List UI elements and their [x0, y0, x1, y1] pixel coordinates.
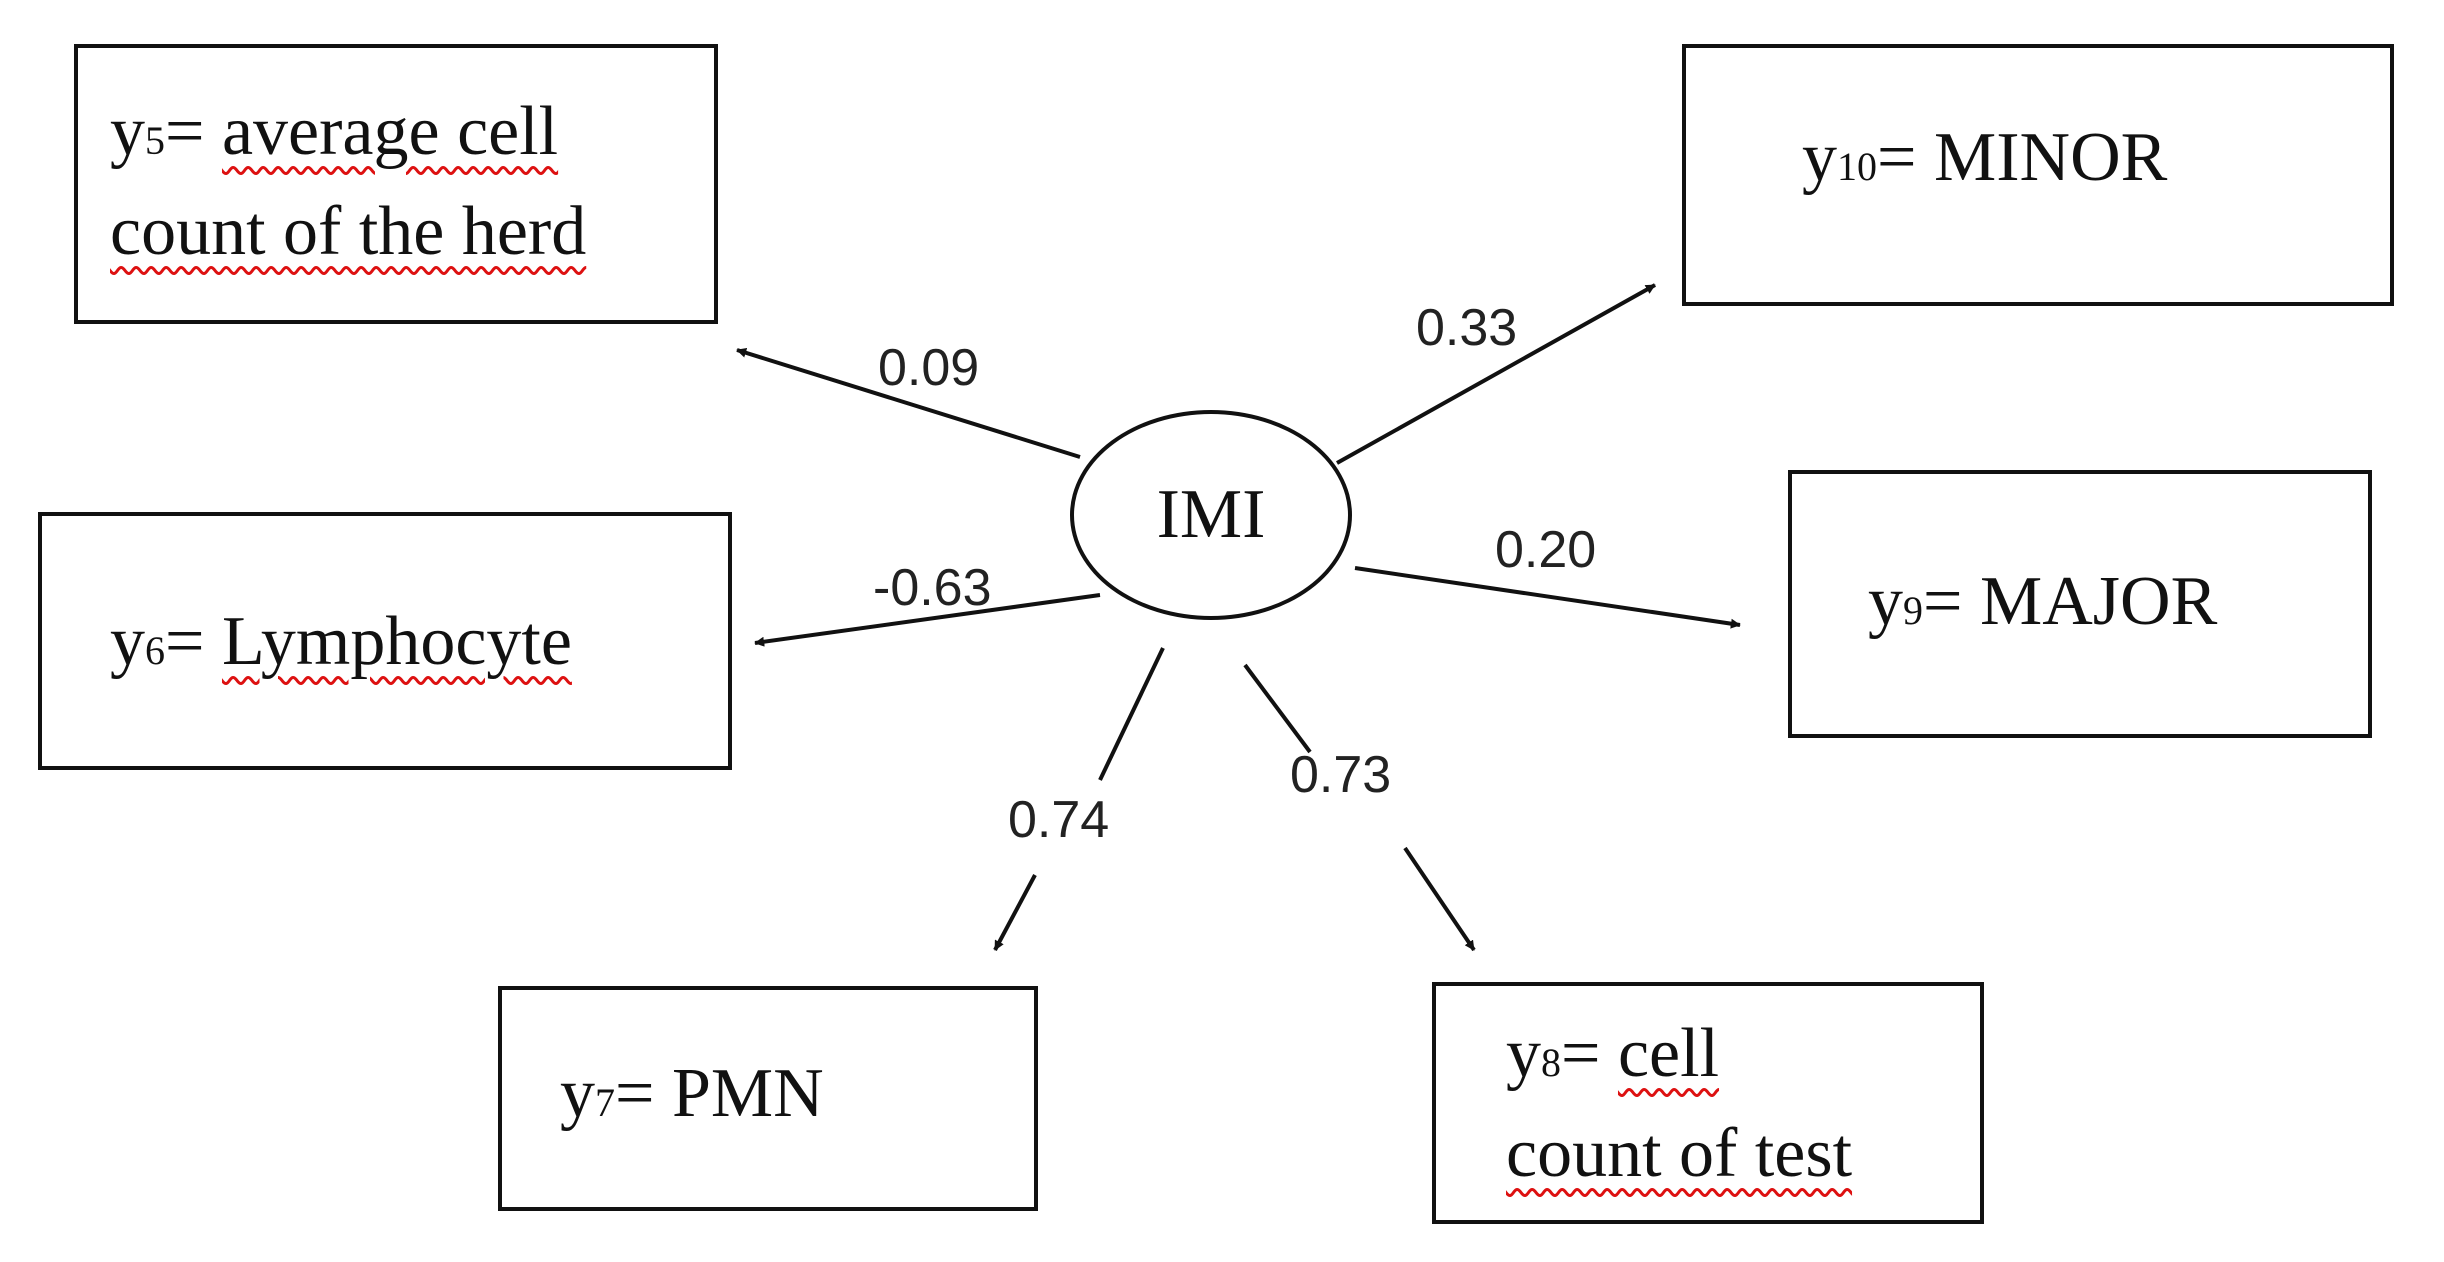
arrow-y7-segment-a: [1098, 647, 1165, 781]
indicator-box-y7: y7= PMN: [498, 986, 1038, 1211]
indicator-label-y8: y8= cell: [1506, 1015, 1720, 1092]
arrow-y5: [736, 347, 1081, 459]
indicator-box-y6: y6= Lymphocyte: [38, 512, 732, 770]
indicator-label-y5: y5= average cell: [110, 93, 559, 170]
weight-label-y7: 0.74: [1008, 791, 1110, 849]
indicator-label-y6: y6= Lymphocyte: [110, 603, 572, 680]
indicator-label-y7: y7= PMN: [560, 1055, 824, 1132]
arrow-y6: [754, 593, 1101, 647]
indicator-label-y5-line2: count of the herd: [110, 193, 587, 270]
arrow-y8-segment-a: [1243, 663, 1312, 754]
indicator-label-y10: y10= MINOR: [1802, 119, 2168, 196]
latent-node-imi: IMI: [1070, 410, 1352, 620]
arrow-y9: [1354, 566, 1741, 629]
latent-label: IMI: [1156, 476, 1266, 553]
arrow-y10: [1336, 283, 1656, 465]
arrow-y7-segment-b: [993, 874, 1037, 951]
arrow-y8-segment-b: [1403, 846, 1476, 952]
indicator-box-y5: y5= average cell count of the herd: [74, 44, 718, 324]
indicator-label-y9: y9= MAJOR: [1868, 563, 2218, 640]
weight-label-y5: 0.09: [878, 339, 980, 397]
weight-label-y6: -0.63: [873, 559, 992, 617]
indicator-label-y8-line2: count of test: [1506, 1115, 1853, 1192]
indicator-box-y10: y10= MINOR: [1682, 44, 2394, 306]
weight-label-y8: 0.73: [1290, 746, 1392, 804]
indicator-box-y8: y8= cell count of test: [1432, 982, 1984, 1224]
indicator-box-y9: y9= MAJOR: [1788, 470, 2372, 738]
weight-label-y9: 0.20: [1495, 521, 1597, 579]
weight-label-y10: 0.33: [1416, 299, 1518, 357]
